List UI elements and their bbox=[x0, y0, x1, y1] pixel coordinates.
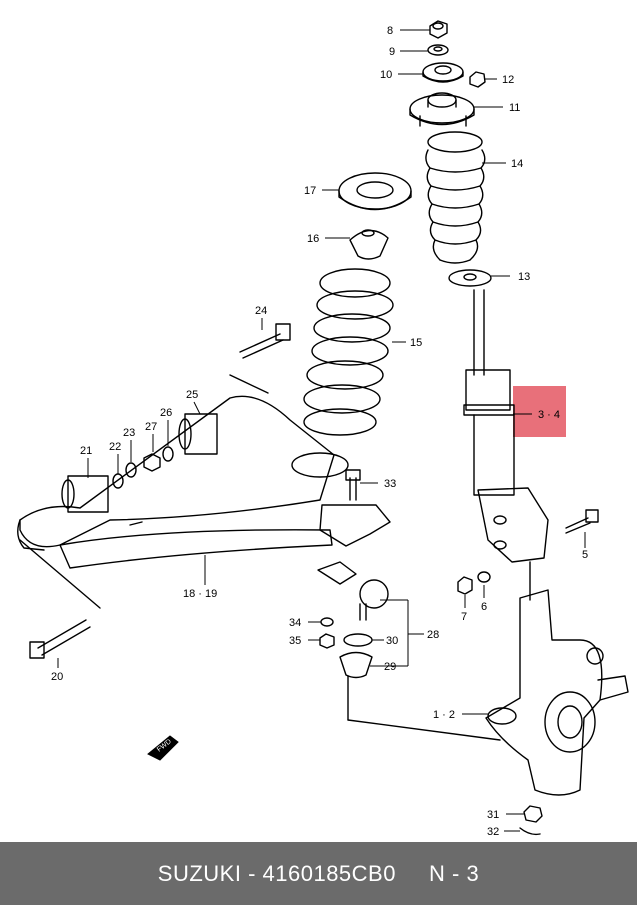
callout-32: 32 bbox=[487, 826, 499, 838]
callout-28: 28 bbox=[427, 629, 439, 641]
footer-part-number: 4160185CB0 bbox=[262, 860, 396, 886]
callout-34: 34 bbox=[289, 617, 301, 629]
callout-20: 20 bbox=[51, 671, 63, 683]
callout-8: 8 bbox=[387, 25, 393, 37]
highlight-box bbox=[513, 386, 566, 437]
callout-29: 29 bbox=[384, 661, 396, 673]
callout-17: 17 bbox=[304, 185, 316, 197]
callout-14: 14 bbox=[511, 158, 523, 170]
strut-top-parts bbox=[409, 20, 492, 287]
callout-31: 31 bbox=[487, 809, 499, 821]
callout-11: 11 bbox=[509, 102, 520, 114]
parts-diagram: FWD 8 bbox=[17, 20, 629, 838]
callout-7: 7 bbox=[461, 611, 467, 623]
shock-absorber bbox=[457, 289, 599, 595]
callout-6: 6 bbox=[481, 601, 487, 613]
callout-33: 33 bbox=[384, 478, 396, 490]
callout-23: 23 bbox=[123, 427, 135, 439]
footer-gap bbox=[396, 861, 429, 887]
callout-15: 15 bbox=[410, 337, 422, 349]
callout-12: 12 bbox=[502, 74, 514, 86]
lower-control-arm bbox=[17, 323, 349, 659]
callout-24: 24 bbox=[255, 305, 267, 317]
ball-joint-parts bbox=[317, 469, 391, 679]
callout-labels: 8 9 10 12 11 14 17 16 13 24 15 25 26 23 … bbox=[51, 25, 588, 838]
coil-spring-assembly bbox=[303, 172, 412, 436]
callout-9: 9 bbox=[389, 46, 395, 58]
steering-knuckle bbox=[347, 561, 629, 836]
footer-separator: - bbox=[241, 860, 263, 886]
callout-1-2: 1 · 2 bbox=[433, 709, 455, 721]
callout-13: 13 bbox=[518, 271, 530, 283]
callout-22: 22 bbox=[109, 441, 121, 453]
footer-quantity: N - 3 bbox=[429, 860, 480, 886]
callout-35: 35 bbox=[289, 635, 301, 647]
callout-3-4: 3 · 4 bbox=[538, 409, 560, 421]
suspension-exploded-view: FWD 8 bbox=[17, 20, 629, 838]
callout-5: 5 bbox=[582, 549, 588, 561]
callout-18-19: 18 · 19 bbox=[183, 588, 217, 600]
leader-lines bbox=[57, 29, 586, 832]
callout-27: 27 bbox=[145, 421, 157, 433]
footer-brand: SUZUKI bbox=[157, 860, 242, 886]
callout-26: 26 bbox=[160, 407, 172, 419]
callout-25: 25 bbox=[186, 389, 198, 401]
callout-10: 10 bbox=[380, 69, 392, 81]
callout-30: 30 bbox=[386, 635, 398, 647]
callout-21: 21 bbox=[80, 445, 92, 457]
callout-16: 16 bbox=[307, 233, 319, 245]
footer-bar: SUZUKI - 4160185CB0 N - 3 bbox=[0, 842, 637, 905]
